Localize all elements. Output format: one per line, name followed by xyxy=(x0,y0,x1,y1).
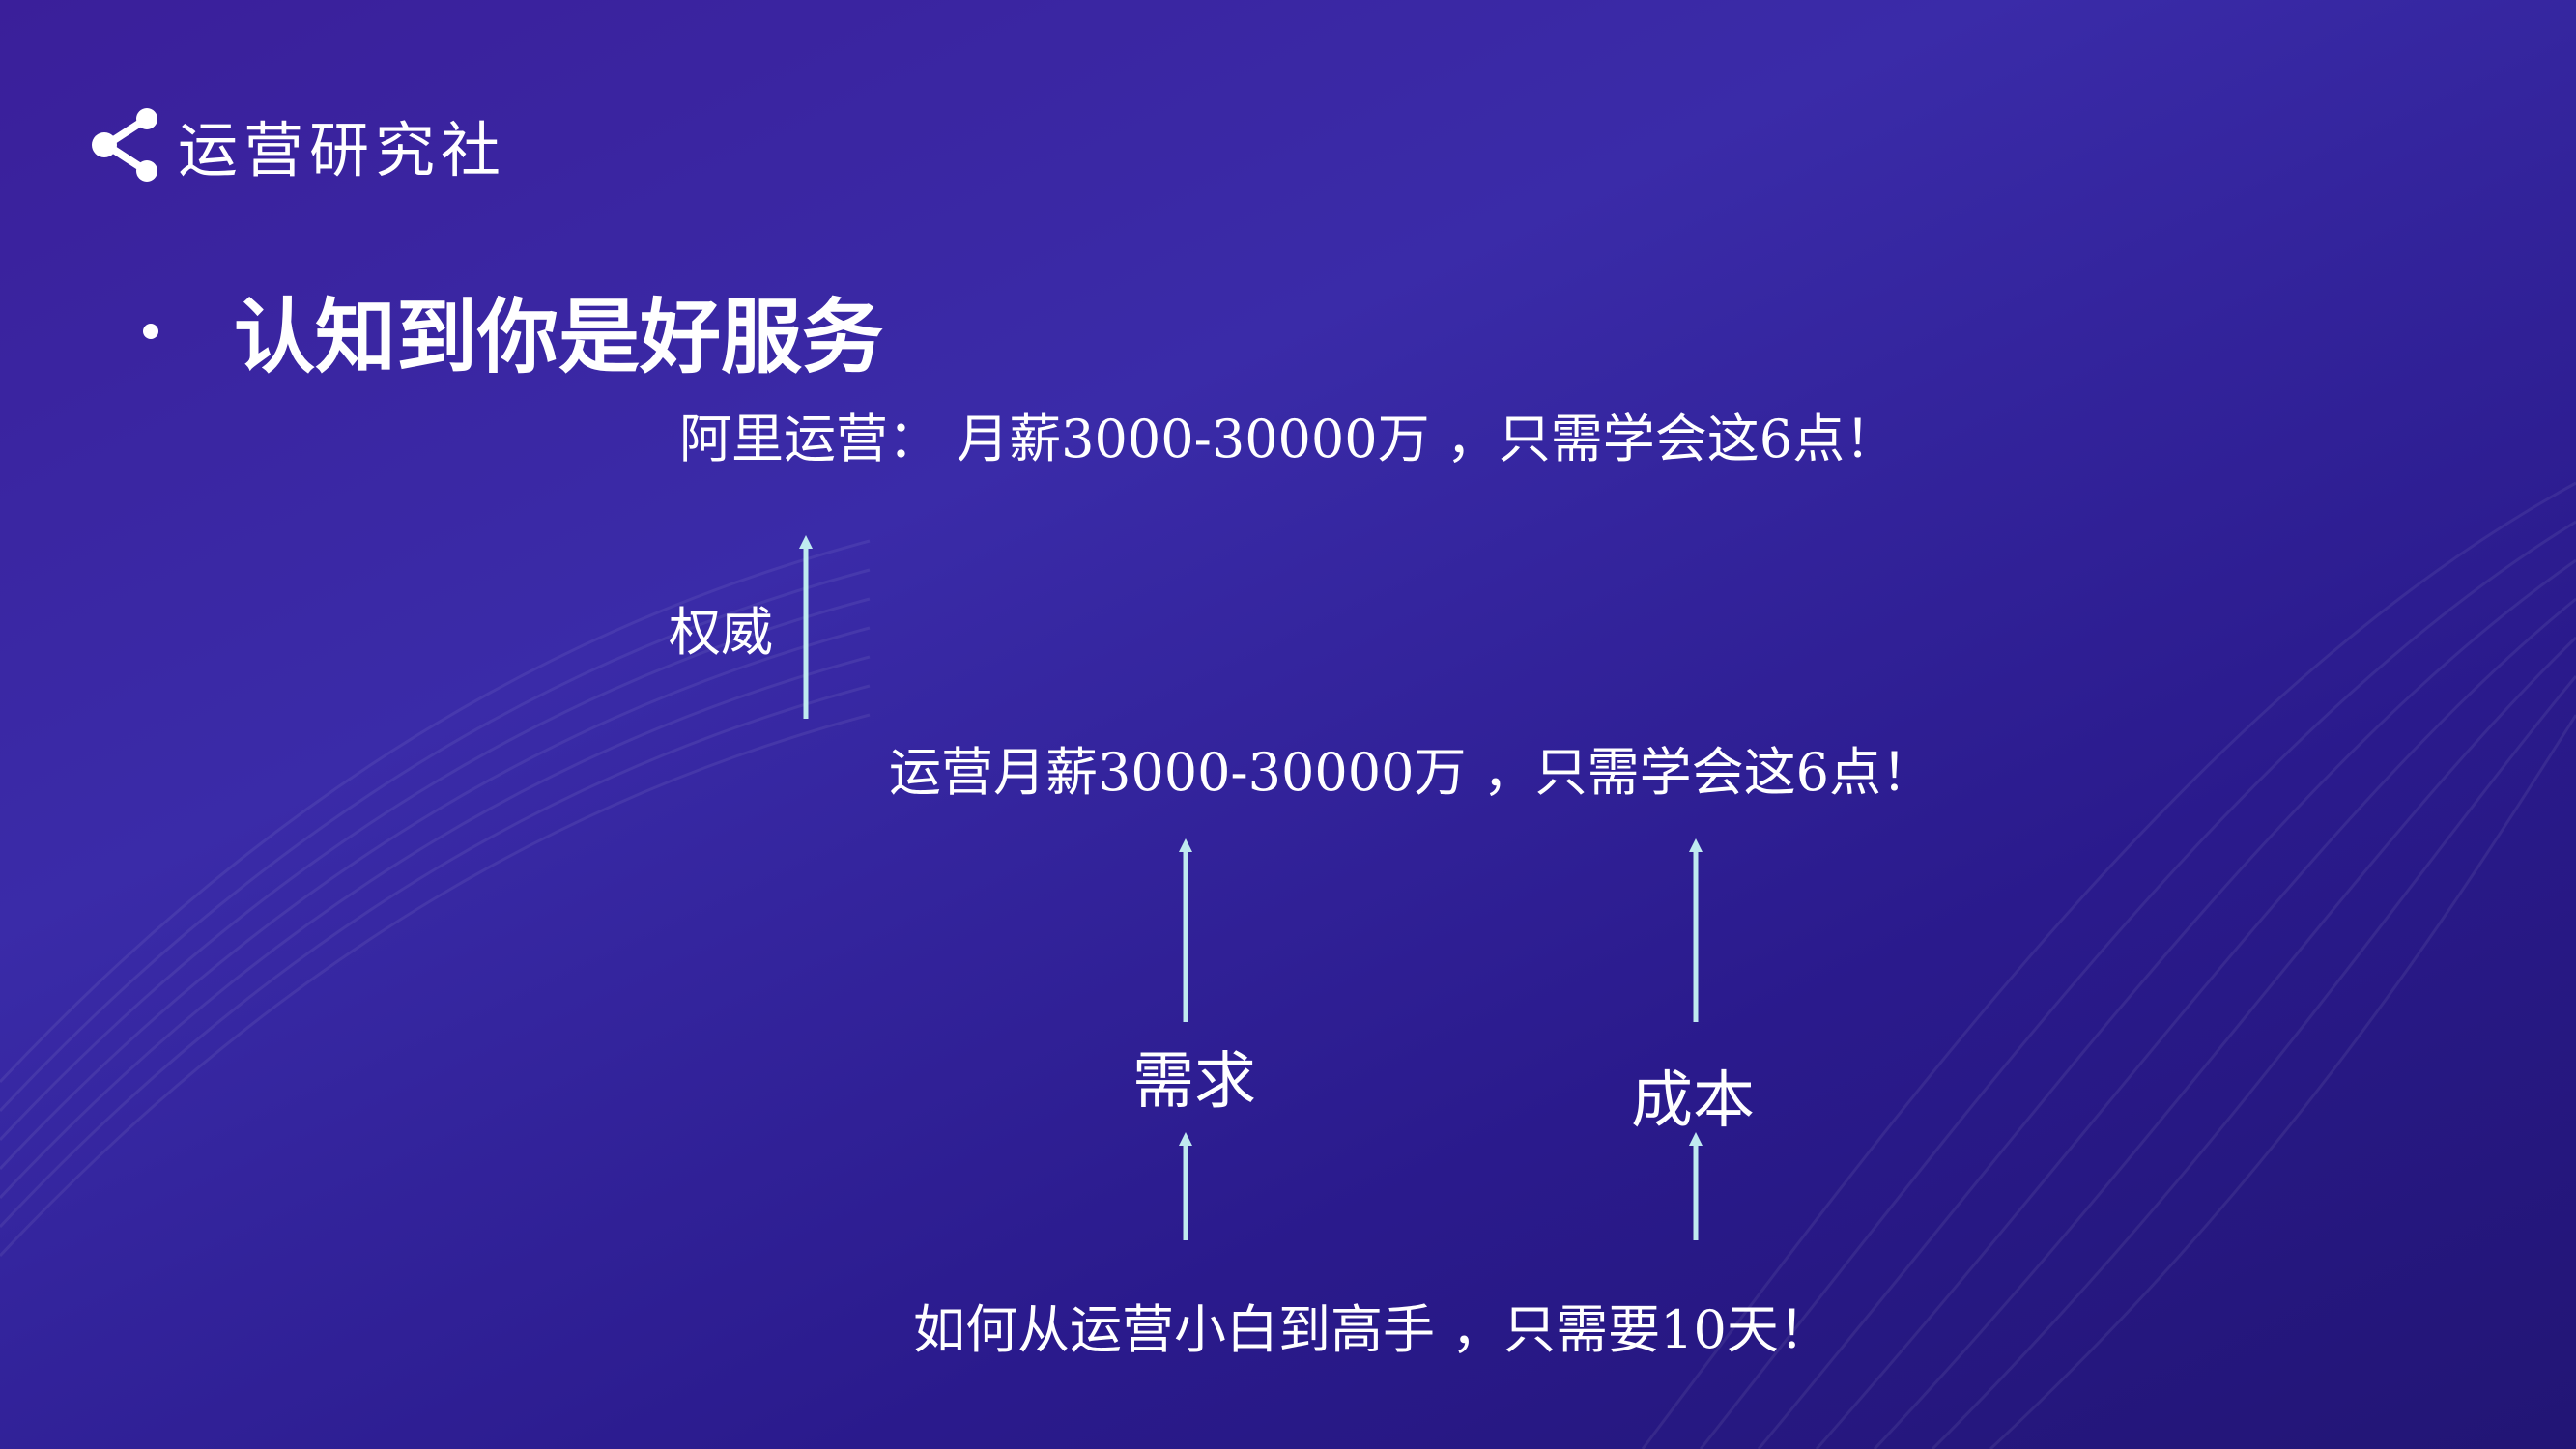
arrow-up-icon xyxy=(1689,838,1703,1022)
arrow-up-icon xyxy=(1689,1132,1703,1240)
label-demand: 需求 xyxy=(1132,1046,1256,1118)
brand-name: 运营研究社 xyxy=(178,115,507,185)
bullet-dot xyxy=(143,323,158,339)
headline-top: 阿里运营： 月薪3000-30000万 ，只需学会这6点！ xyxy=(679,409,1898,469)
arrow-up-icon xyxy=(1179,838,1192,1022)
arrow-up-icon xyxy=(799,535,813,719)
label-cost: 成本 xyxy=(1631,1065,1755,1137)
share-icon xyxy=(92,108,157,182)
brand-logo: 运营研究社 xyxy=(89,106,506,185)
slide-heading: 认知到你是好服务 xyxy=(234,290,884,384)
label-authority: 权威 xyxy=(669,602,773,663)
headline-bottom: 如何从运营小白到高手 ，只需要10天！ xyxy=(913,1299,1831,1360)
headline-middle: 运营月薪3000-30000万 ，只需学会这6点！ xyxy=(889,742,1933,803)
arrow-up-icon xyxy=(1179,1132,1192,1240)
bullet-item: 认知到你是好服务 xyxy=(143,272,883,389)
